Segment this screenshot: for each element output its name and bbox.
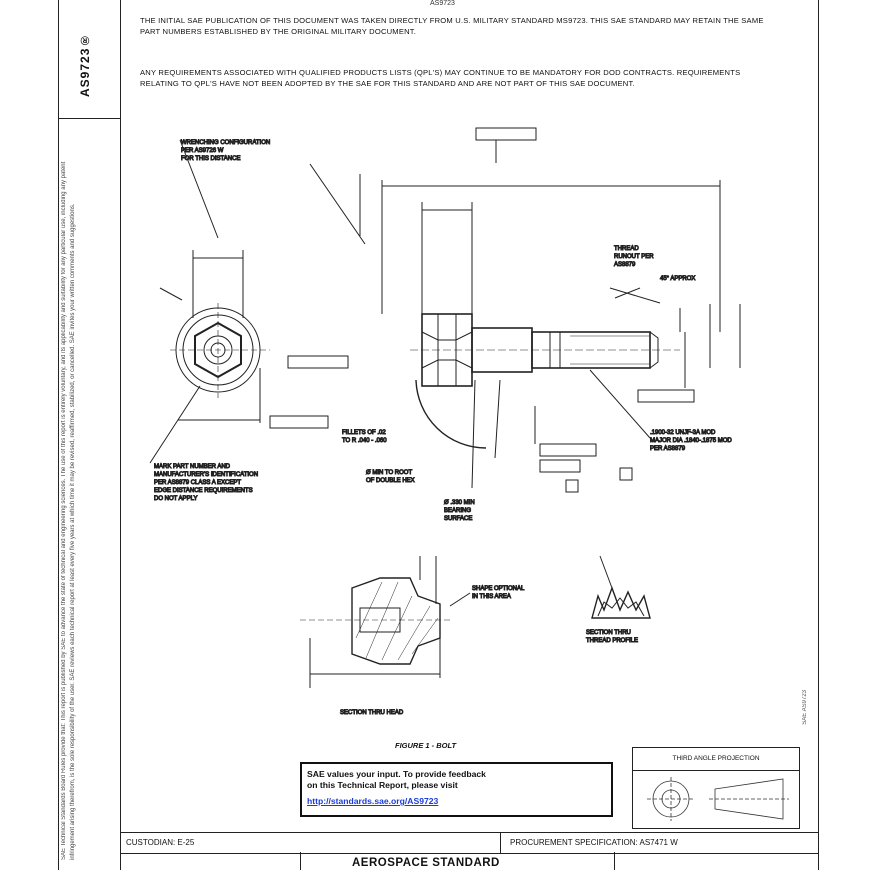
callout-bearing2: BEARING xyxy=(444,508,471,514)
third-angle-projection-box: THIRD ANGLE PROJECTION xyxy=(632,747,800,829)
bolt-side-view xyxy=(179,127,741,493)
feedback-box: SAE values your input. To provide feedba… xyxy=(300,762,613,817)
feedback-link[interactable]: http://standards.sae.org/AS9723 xyxy=(307,796,439,806)
callout-thread-spec3: PER AS8879 xyxy=(650,446,686,452)
procurement-spec: PROCUREMENT SPECIFICATION: AS7471 W xyxy=(510,838,678,847)
feedback-line2: on this Technical Report, please visit xyxy=(307,780,458,790)
callout-mark3: PER AS8879 CLASS A EXCEPT xyxy=(154,480,241,486)
callout-mark4: EDGE DISTANCE REQUIREMENTS xyxy=(154,488,253,494)
left-margin-divider xyxy=(120,118,121,870)
callout-fillet: FILLETS OF .02 xyxy=(342,430,386,436)
callout-as8879: AS8879 xyxy=(614,262,636,268)
callout-bearing3: SURFACE xyxy=(444,516,472,522)
label-section-thread2: THREAD PROFILE xyxy=(586,638,638,644)
bolt-drawing: WRENCHING CONFIGURATION PER AS9726 W FOR… xyxy=(149,127,741,717)
callout-wrenching: WRENCHING CONFIGURATION xyxy=(181,140,270,146)
label-section-head: SECTION THRU HEAD xyxy=(340,710,404,716)
callout-shape2: IN THIS AREA xyxy=(472,594,511,600)
note-origin: THE INITIAL SAE PUBLICATION OF THIS DOCU… xyxy=(140,16,764,36)
footer-divider xyxy=(500,833,501,853)
callout-mark5: DO NOT APPLY xyxy=(154,496,197,502)
callout-mark: MARK PART NUMBER AND xyxy=(154,464,231,470)
label-section-thread: SECTION THRU xyxy=(586,630,631,636)
custodian: CUSTODIAN: E-25 xyxy=(126,838,195,847)
right-border xyxy=(818,0,819,870)
third-angle-label: THIRD ANGLE PROJECTION xyxy=(633,748,799,771)
callout-dia-min2: OF DOUBLE HEX xyxy=(366,478,415,484)
figure-caption: FIGURE 1 - BOLT xyxy=(395,741,457,750)
feedback-line1: SAE values your input. To provide feedba… xyxy=(307,769,486,779)
sheet-border xyxy=(58,0,821,870)
callout-for-this: FOR THIS DISTANCE xyxy=(181,156,240,162)
projection-symbol xyxy=(647,777,789,821)
callout-approx: 45° APPROX xyxy=(660,276,695,282)
callout-per: PER AS9726 W xyxy=(181,148,224,154)
document-number: AS9723® xyxy=(78,32,92,98)
callout-runout-per: RUNOUT PER xyxy=(614,254,654,260)
title-box xyxy=(300,852,615,870)
callout-thread: THREAD xyxy=(614,246,639,252)
callout-shape: SHAPE OPTIONAL xyxy=(472,586,525,592)
section-thru-head xyxy=(300,556,471,688)
callout-fillet2: TO R .040 - .060 xyxy=(342,438,387,444)
end-view xyxy=(149,250,349,464)
callout-thread-spec: .1900-32 UNJF-3A MOD xyxy=(650,430,716,436)
top-label: AS9723 xyxy=(430,0,455,7)
callout-thread-spec2: MAJOR DIA .1840-.1875 MOD xyxy=(650,438,732,444)
callout-bearing: Ø .330 MIN xyxy=(444,500,475,506)
callout-dia-min: Ø MIN TO ROOT xyxy=(366,470,412,476)
callout-mark2: MANUFACTURER'S IDENTIFICATION xyxy=(154,472,258,478)
note-qpl: ANY REQUIREMENTS ASSOCIATED WITH QUALIFI… xyxy=(140,68,741,88)
section-thru-thread xyxy=(591,555,651,619)
footer-row: CUSTODIAN: E-25 PROCUREMENT SPECIFICATIO… xyxy=(120,832,818,854)
footer-title: AEROSPACE STANDARD xyxy=(352,857,500,869)
legal-notice: SAE Technical Standards Board Rules prov… xyxy=(61,161,76,860)
document-number-box xyxy=(58,0,121,119)
